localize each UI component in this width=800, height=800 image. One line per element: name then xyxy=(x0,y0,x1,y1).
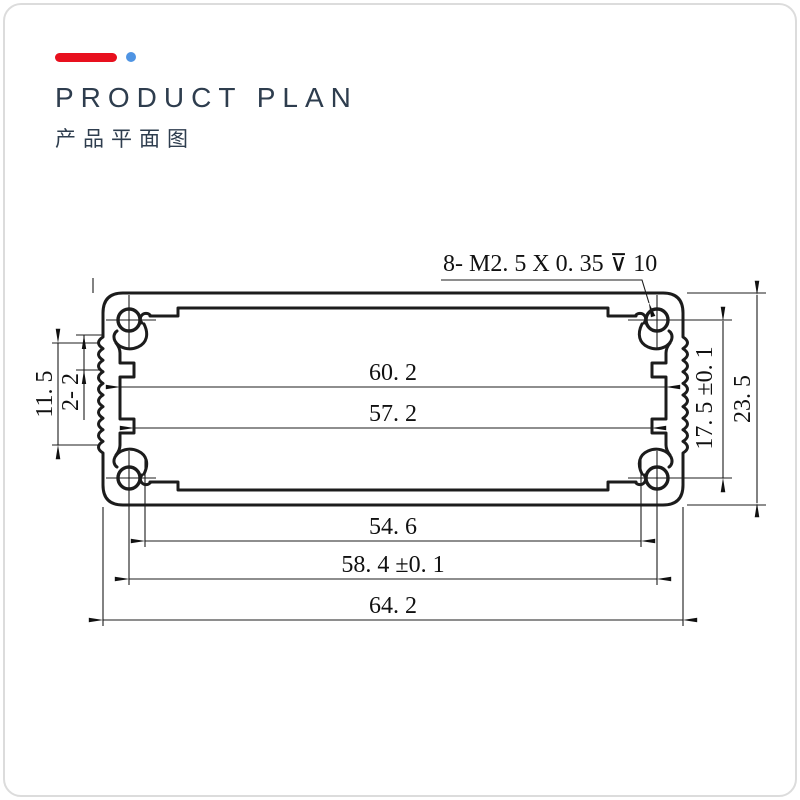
screw-boss-top-right xyxy=(644,307,670,333)
header: PRODUCT PLAN 产品平面图 xyxy=(55,52,358,153)
page-title: PRODUCT PLAN xyxy=(55,82,358,113)
rail-pitch-arrow-bottom xyxy=(81,370,87,384)
screw-boss-bottom-left xyxy=(116,465,142,491)
page-subtitle: 产品平面图 xyxy=(55,128,195,151)
dimension-lines xyxy=(55,279,760,623)
rail-pitch-arrow-top xyxy=(81,335,87,349)
accent-mark xyxy=(55,52,358,62)
dim-rail-pitch: 2- 2 xyxy=(58,373,84,411)
dim-screw-hole-span-h: 58. 4 ±0. 1 xyxy=(341,552,444,578)
dimension-labels: 60. 2 57. 2 54. 6 58. 4 ±0. 1 64. 2 11. … xyxy=(32,249,756,619)
callout-leader xyxy=(441,279,656,318)
accent-bar xyxy=(55,52,117,62)
accent-dot-icon xyxy=(126,52,136,62)
dim-side-groove-height: 11. 5 xyxy=(32,370,58,417)
thread-callout: 8- M2. 5 X 0. 35 ⊽ 10 xyxy=(443,249,657,277)
dim-top-inner-width: 60. 2 xyxy=(369,360,417,386)
screw-boss-top-left xyxy=(116,307,142,333)
screw-boss-bottom-right xyxy=(644,465,670,491)
dim-rail-slot-width: 57. 2 xyxy=(369,401,417,427)
dim-overall-width: 64. 2 xyxy=(369,593,417,619)
depth-symbol-icon: ⊽ xyxy=(610,249,628,277)
profile-outline xyxy=(97,291,689,507)
dim-bottom-inner-width: 54. 6 xyxy=(369,514,417,540)
dim-screw-hole-span-v: 17. 5 ±0. 1 xyxy=(692,346,718,449)
dim-overall-height: 23. 5 xyxy=(730,375,756,423)
